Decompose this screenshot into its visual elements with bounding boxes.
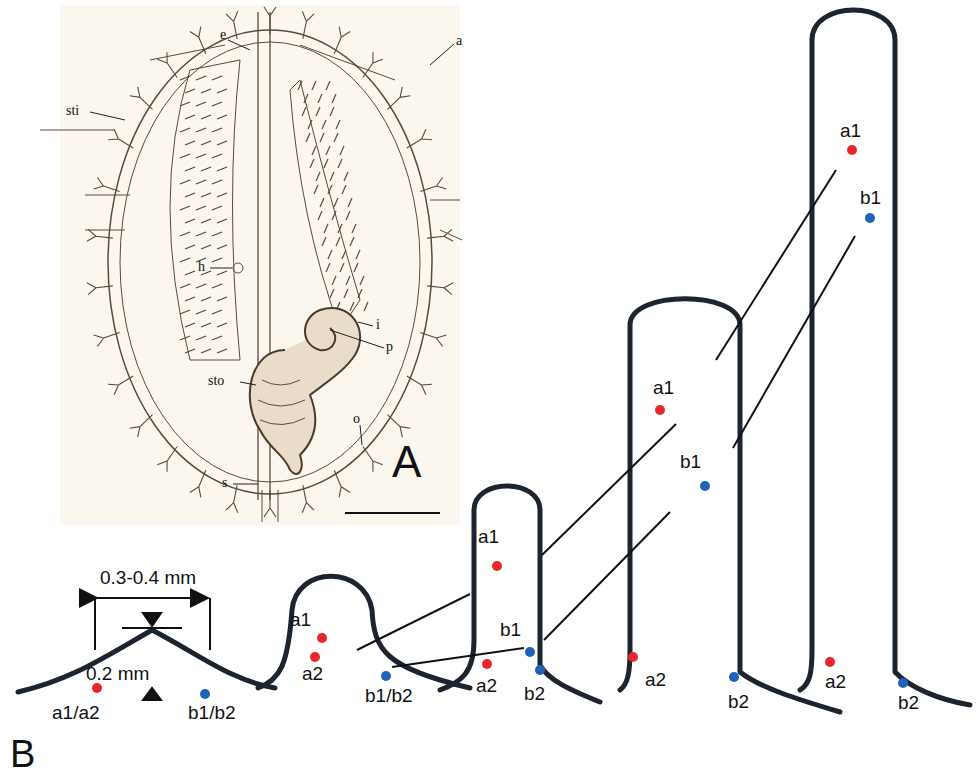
part-label: sti [66,104,79,118]
point-label: b1 [860,188,881,207]
point-label: a1 [290,610,311,629]
point-label: a2 [645,670,666,689]
part-label: e [220,28,226,42]
part-label: p [386,340,393,354]
point-label: b1 [500,620,521,639]
part-label: h [198,260,205,274]
point-label: b2 [524,684,545,703]
papilla-stages [18,10,970,712]
dimension-label: 0.2 mm [86,664,149,683]
panel-letter: B [10,735,35,773]
point-label: a1 [478,527,499,546]
point-label: b1/b2 [365,686,413,705]
point-label: b1 [680,452,701,471]
part-label: o [353,412,360,426]
point-label: b2 [898,693,919,712]
point-label: b1/b2 [188,703,236,722]
dimension-label: 0.3-0.4 mm [100,568,196,587]
animal-illustration [40,5,462,525]
part-label: a [456,34,462,48]
point-label: a2 [302,664,323,683]
point-label: a1/a2 [52,703,100,722]
panel-letter: A [392,440,421,484]
point-label: a2 [476,676,497,695]
point-label: a2 [825,672,846,691]
part-label: i [376,318,380,332]
point-label: a1 [653,378,674,397]
point-label: b2 [728,692,749,711]
point-label: a1 [840,121,861,140]
part-label: s [222,476,227,490]
part-label: sto [208,374,224,388]
